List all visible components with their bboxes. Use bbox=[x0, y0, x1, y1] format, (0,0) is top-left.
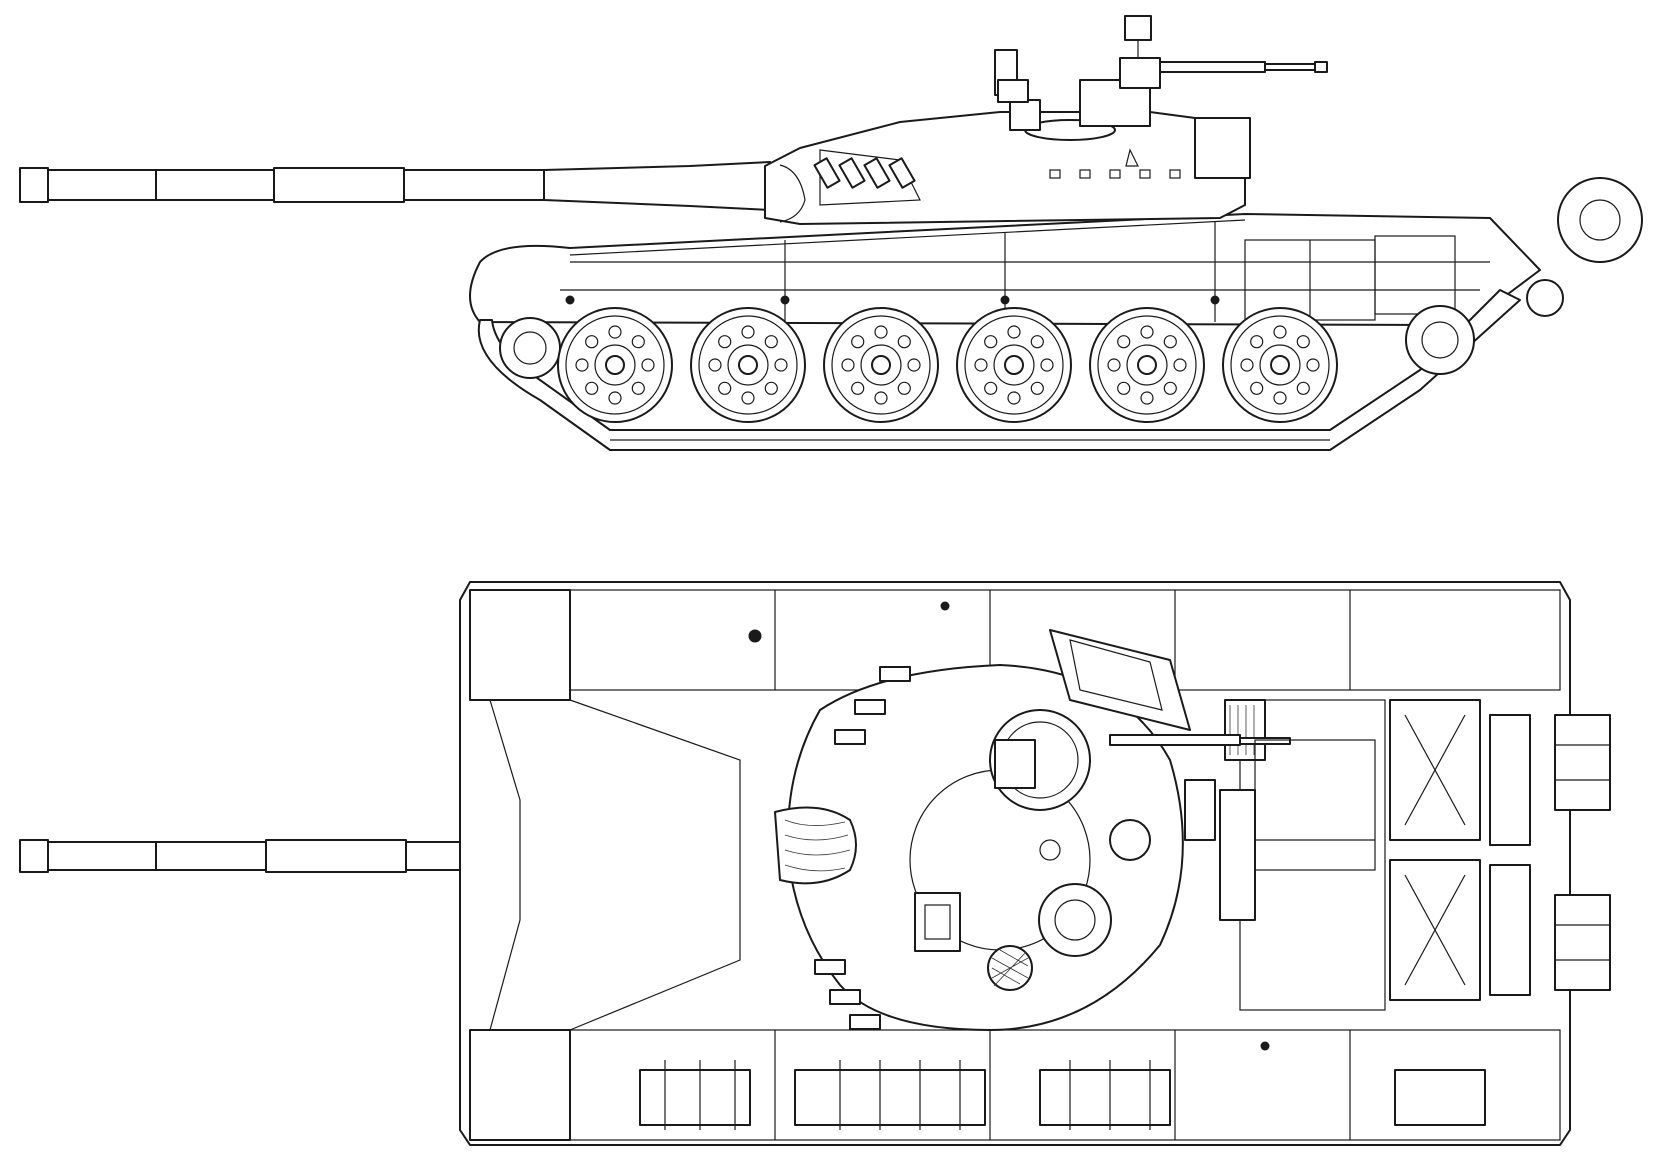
drive-sprocket bbox=[1405, 305, 1475, 375]
road-wheel bbox=[823, 307, 939, 423]
side-turret bbox=[764, 15, 1328, 225]
road-wheel bbox=[1222, 307, 1338, 423]
top-view bbox=[19, 581, 1611, 1146]
road-wheel bbox=[690, 307, 806, 423]
rear-drum bbox=[1557, 177, 1643, 263]
top-smoke-launchers bbox=[814, 666, 911, 1030]
road-wheel bbox=[956, 307, 1072, 423]
idler-wheel bbox=[499, 317, 561, 379]
side-view bbox=[19, 15, 1643, 451]
road-wheel bbox=[557, 307, 673, 423]
gunner-hatch bbox=[1038, 883, 1112, 957]
road-wheels bbox=[557, 307, 1338, 423]
side-hull bbox=[469, 213, 1541, 334]
smoke-launchers bbox=[813, 157, 916, 189]
road-wheel bbox=[1089, 307, 1205, 423]
aa-machine-gun bbox=[1119, 15, 1328, 89]
top-turret bbox=[774, 629, 1376, 1031]
side-gun-barrel bbox=[19, 161, 771, 211]
